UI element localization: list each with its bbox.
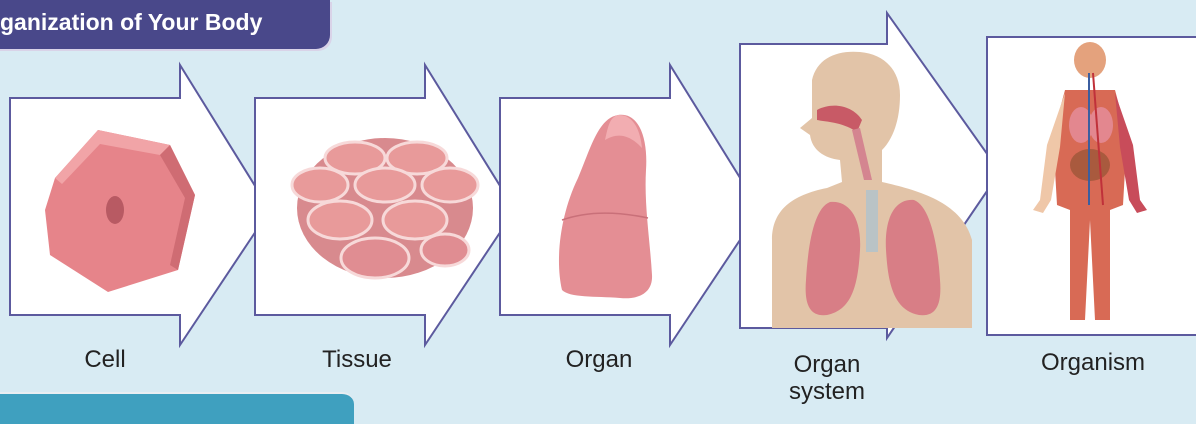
stage-tissue <box>245 60 525 350</box>
arrow-frame-organ <box>490 60 770 350</box>
section-bar <box>0 392 354 424</box>
label-tissue: Tissue <box>282 346 432 373</box>
label-organ: Organ <box>524 346 674 373</box>
label-organism: Organism <box>1018 349 1168 376</box>
arrow-frame-tissue <box>245 60 525 350</box>
stage-cell <box>0 60 280 350</box>
stage-organ-system <box>732 10 1012 350</box>
page-title: ganization of Your Body <box>0 9 262 36</box>
label-organ-system: Organ system <box>752 351 902 405</box>
label-cell: Cell <box>30 346 180 373</box>
arrow-frame-organ-system <box>732 10 1012 350</box>
arrow-frame-cell <box>0 60 280 350</box>
organism-frame <box>985 35 1196 340</box>
stage-organ <box>490 60 770 350</box>
title-banner: ganization of Your Body <box>0 0 330 49</box>
stage-organism <box>985 35 1196 340</box>
